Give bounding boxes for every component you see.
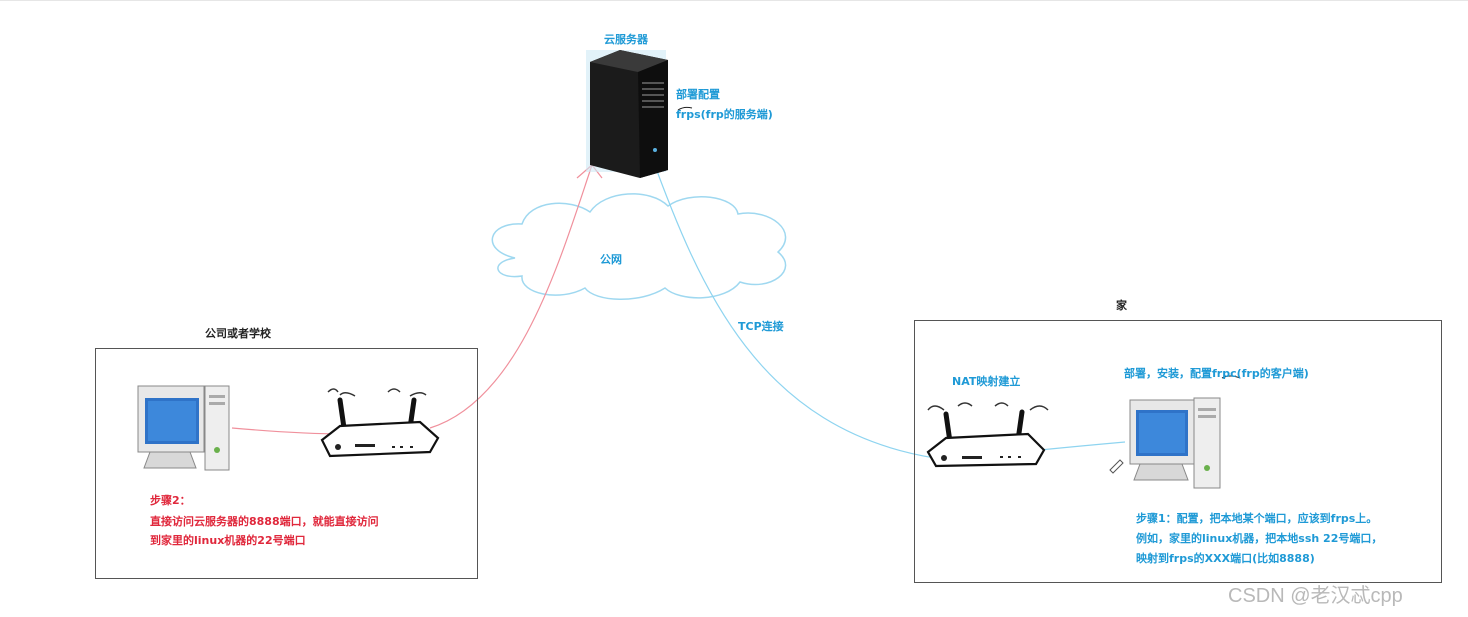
internet-label: 公网 [600,253,622,266]
cloud-server-label: 云服务器 [604,33,648,46]
server-icon [586,50,668,178]
step2-line1: 步骤2： [150,494,191,507]
home-box [914,320,1442,583]
server-note-line1: 部署配置 [676,88,720,101]
step1-line1: 步骤1：配置，把本地某个端口，应该到frps上。 [1136,512,1378,525]
pencil-icon [1109,459,1124,474]
home-title: 家 [1116,299,1127,312]
top-divider [0,0,1468,1]
office-computer-icon [137,385,230,471]
office-router-icon [320,388,440,458]
step1-line2: 例如，家里的linux机器，把本地ssh 22号端口， [1136,532,1383,545]
step2-line3: 到家里的linux机器的22号端口 [150,534,306,547]
underline-mark [677,106,693,111]
home-install-label: 部署，安装，配置frpc(frp的客户端) [1124,367,1309,380]
server-note-line2: frps(frp的服务端) [676,108,773,121]
underline-mark-2 [1221,375,1241,379]
home-link-line [649,151,1126,459]
home-computer-icon [1129,397,1221,489]
office-box [95,348,478,579]
step1-line3: 映射到frps的XXX端口(比如8888) [1136,552,1315,565]
nat-label: NAT映射建立 [952,375,1021,388]
step2-line2: 直接访问云服务器的8888端口，就能直接访问 [150,515,379,528]
internet-cloud [491,193,787,300]
tcp-label: TCP连接 [738,320,784,333]
office-title: 公司或者学校 [205,327,271,340]
home-router-icon [926,402,1049,468]
csdn-watermark: CSDN @老汉忒cpp [1228,585,1403,607]
